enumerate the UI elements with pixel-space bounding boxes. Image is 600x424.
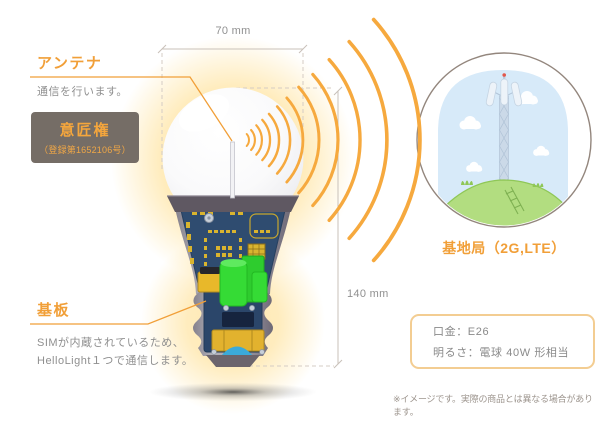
antenna-callout-description: 通信を行います。 bbox=[37, 86, 128, 98]
footnote: ※イメージです。実際の商品とは異なる場合があります。 bbox=[393, 394, 593, 417]
ground-shadow bbox=[149, 382, 317, 402]
bulb-rim bbox=[167, 196, 299, 212]
spec-socket: 口金：E26 bbox=[433, 326, 490, 338]
spec-box: 口金：E26 明るさ：電球 40W 形相当 bbox=[410, 314, 595, 369]
components bbox=[197, 255, 268, 356]
cell-tower-icon bbox=[433, 70, 573, 226]
base-station-circle bbox=[416, 52, 592, 228]
antenna-callout-title: アンテナ bbox=[37, 55, 103, 72]
board-callout-title: 基板 bbox=[37, 302, 71, 319]
design-right-registration: （登録第1652106号） bbox=[39, 145, 131, 155]
board-callout-description-line2: HelloLight１つで通信します。 bbox=[37, 355, 194, 367]
circuit-board bbox=[179, 205, 287, 356]
radio-waves-icon bbox=[245, 17, 422, 263]
board-callout-description-line1: SIMが内蔵されているため、 bbox=[37, 337, 185, 349]
dimension-height-label: 140 mm bbox=[347, 288, 389, 300]
dimension-width bbox=[157, 44, 308, 172]
design-right-badge: 意匠権 （登録第1652106号） bbox=[31, 112, 139, 163]
callout-line-antenna bbox=[30, 76, 233, 142]
callout-lines bbox=[30, 76, 233, 325]
design-right-title: 意匠権 bbox=[59, 122, 111, 139]
dimension-height bbox=[236, 86, 343, 369]
callout-line-board bbox=[30, 300, 207, 325]
bulb-tip bbox=[206, 355, 260, 367]
spec-brightness: 明るさ：電球 40W 形相当 bbox=[433, 347, 570, 359]
base-station-label: 基地局（2G,LTE） bbox=[442, 240, 566, 256]
dimension-width-label: 70 mm bbox=[215, 25, 251, 37]
antenna-rod bbox=[230, 141, 235, 199]
